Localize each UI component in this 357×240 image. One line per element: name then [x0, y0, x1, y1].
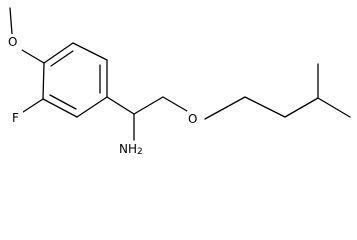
ring-bond-c3-c4 [42, 62, 45, 100]
ring-bond-c2-c3 [42, 98, 78, 118]
ring-bond-c5-c6 [72, 42, 108, 61]
ring-bond-c4-c5 [43, 42, 74, 64]
bond-methoxy-ring [21, 49, 45, 64]
amine-label: NH2 [119, 142, 143, 157]
bond-ether-ch2 [204, 96, 246, 120]
bond-ch-methyl-right [317, 97, 351, 118]
bond-ch2-ch2 [244, 96, 286, 118]
ring-bond-c1-c2 [76, 96, 108, 118]
bond-ch2-ether [162, 96, 188, 112]
bonds [9, 7, 351, 141]
ring-double-c4-c5 [50, 50, 74, 67]
ring-double-c2-c3 [49, 94, 77, 110]
fluorine-label: F [12, 111, 19, 125]
methoxy-oxygen-label: O [8, 35, 17, 49]
ether-oxygen-label: O [188, 112, 197, 126]
atom-labels: O F O NH2 [8, 34, 203, 157]
bond-ch2-ch [284, 97, 319, 118]
bond-ring-ch [106, 96, 135, 115]
bond-ring-fluorine [22, 98, 44, 113]
structure-diagram: O F O NH2 [8, 7, 351, 157]
bond-methyl-methoxy [9, 7, 13, 35]
bond-ch-ch2 [133, 96, 164, 115]
